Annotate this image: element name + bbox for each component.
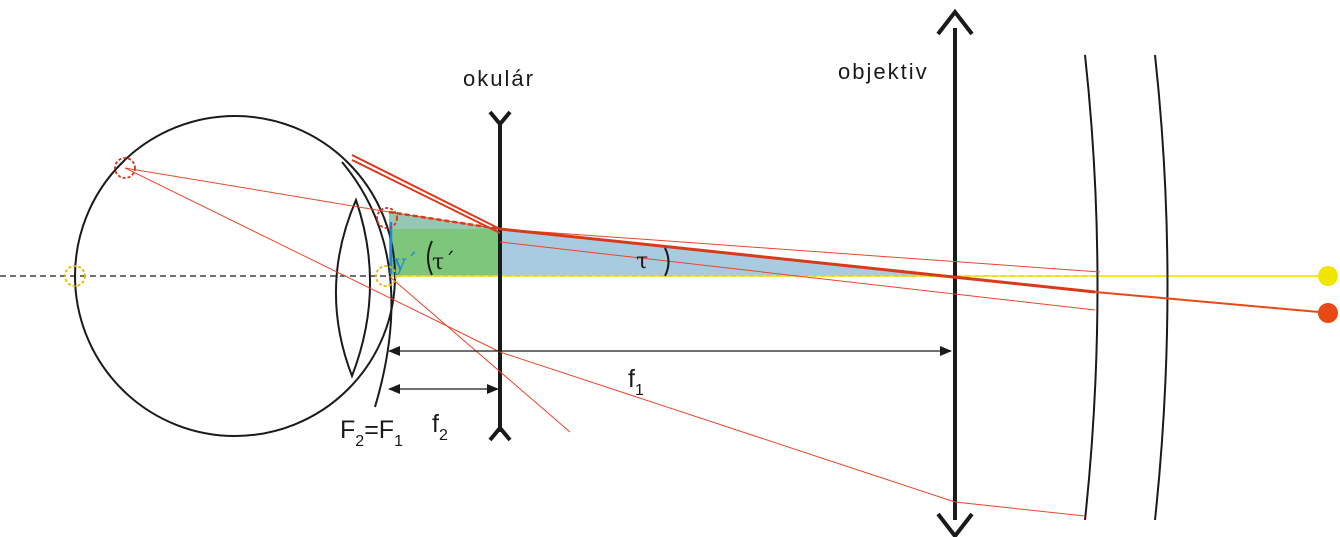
ray-to-eye-top <box>388 210 501 231</box>
ray-thick-incoming <box>1094 291 1331 314</box>
ray-thick-tangent-2 <box>351 159 501 234</box>
distant-boundary-right <box>1154 54 1169 521</box>
f1-subscript: 1 <box>635 382 644 399</box>
eye-lens <box>335 197 371 379</box>
f2-label: f2 <box>432 410 448 444</box>
ray-to-retina-top <box>124 167 390 213</box>
eyepiece-top-cap <box>488 110 512 128</box>
tau-prime-angle-arc <box>427 240 433 276</box>
equals-sign: = <box>364 416 379 444</box>
eyepiece-bottom-cap <box>488 424 512 442</box>
tau-angle-arc <box>664 247 670 277</box>
objective-label: objektiv <box>838 59 929 84</box>
cornea <box>341 161 393 408</box>
ray-thick-tangent-1 <box>351 154 501 230</box>
focus-axis-marker <box>375 265 397 287</box>
eyepiece-label: okulár <box>463 66 535 91</box>
tau-prime-label: τ´ <box>432 250 455 275</box>
ray-thick-main <box>499 227 1096 294</box>
image-y-prime-label: y´ <box>393 251 417 276</box>
focus-equality-label: F2=F1 <box>340 416 403 450</box>
F2-subscript: 2 <box>355 433 364 450</box>
F2-letter: F <box>340 416 355 444</box>
objective-top-arrow <box>936 8 974 36</box>
eyeball <box>74 115 396 437</box>
F1-letter: F <box>379 416 394 444</box>
ray-mid-parallel <box>499 241 1096 311</box>
ray-retina-long <box>124 167 501 353</box>
f2-subscript: 2 <box>439 427 448 444</box>
f1-letter: f <box>628 365 635 393</box>
source-dot-yellow <box>1318 266 1338 286</box>
tau-label: τ <box>636 249 648 274</box>
ray-eyepiece-bottom-to-objective <box>499 351 956 503</box>
f2-letter: f <box>432 410 439 438</box>
ray-chief-out <box>388 275 571 433</box>
F1-subscript: 1 <box>394 433 403 450</box>
retina-axis-marker <box>64 265 86 287</box>
f1-label: f1 <box>628 365 644 399</box>
focus-top-marker <box>376 207 398 229</box>
source-dot-red <box>1318 303 1338 323</box>
ray-upper-parallel <box>499 228 1101 273</box>
distant-boundary-left <box>1084 54 1099 521</box>
ray-objective-bottom-out <box>954 501 1086 517</box>
objective-bottom-arrow <box>936 512 974 537</box>
retina-top-marker <box>114 157 136 179</box>
